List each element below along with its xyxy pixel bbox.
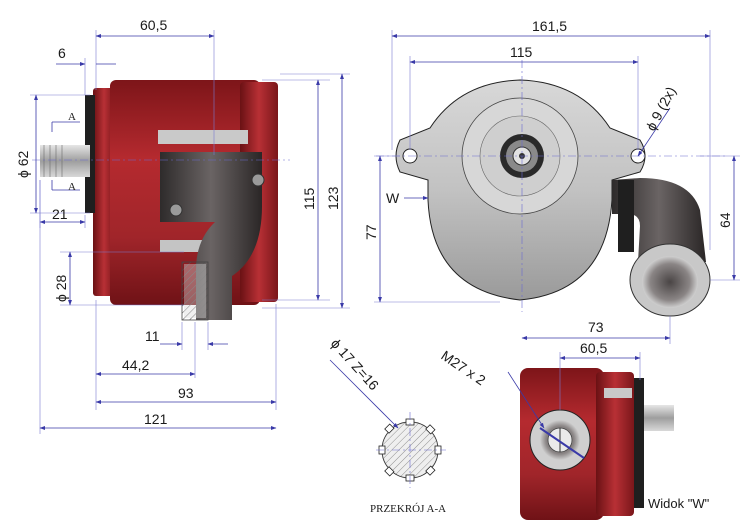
dim-side-93: 93 xyxy=(178,385,194,401)
dim-side-11: 11 xyxy=(145,328,160,344)
front-elbow-fitting xyxy=(612,178,706,262)
dim-side-60-5: 60,5 xyxy=(140,17,167,33)
section-caption: PRZEKRÓJ A-A xyxy=(370,503,446,515)
side-drive-shaft xyxy=(40,145,90,177)
view-w-flange xyxy=(634,378,644,508)
section-mark-top: A xyxy=(51,111,80,132)
dim-front-64: 64 xyxy=(717,212,733,228)
side-grey-band-1 xyxy=(158,130,248,144)
dim-side-d62: ϕ 62 xyxy=(15,150,31,178)
view-marker-w: W xyxy=(386,190,400,206)
front-view: 161,5 115 ϕ 9 (2x) W 77 64 73 xyxy=(363,18,740,344)
side-port-section xyxy=(181,261,209,321)
dim-side-123: 123 xyxy=(325,186,341,210)
dim-front-77: 77 xyxy=(363,224,379,240)
dim-side-44-2: 44,2 xyxy=(122,357,149,373)
view-w: M27 x 2 60,5 Widok "W" xyxy=(438,340,710,520)
dim-side-d28: ϕ 28 xyxy=(53,274,69,302)
svg-text:A: A xyxy=(68,181,76,193)
dim-front-73: 73 xyxy=(588,319,604,335)
view-w-rear xyxy=(596,372,634,516)
dim-side-6: 6 xyxy=(58,45,66,61)
svg-text:A: A xyxy=(68,111,76,123)
side-body-front-flange xyxy=(93,88,115,296)
view-w-shaft xyxy=(644,405,674,431)
view-w-dim-60-5: 60,5 xyxy=(580,340,607,356)
side-shaft-splines xyxy=(43,145,63,177)
dim-front-161-5: 161,5 xyxy=(532,18,567,34)
side-elbow-bolt-2 xyxy=(169,203,183,217)
side-view: A A 60,5 6 ϕ 62 21 ϕ 28 xyxy=(15,17,350,434)
side-elbow-bolt-1 xyxy=(251,173,265,187)
view-w-caption: Widok "W" xyxy=(648,496,710,511)
dim-side-21: 21 xyxy=(52,206,68,222)
section-mark-bottom: A xyxy=(51,180,80,193)
dim-side-121: 121 xyxy=(144,411,168,427)
dim-side-115: 115 xyxy=(301,187,317,210)
view-w-thread: M27 x 2 xyxy=(438,347,488,388)
dim-front-hole: ϕ 9 (2x) xyxy=(643,84,679,133)
section-a-a: ϕ 17 Z=16 PRZEKRÓJ A-A xyxy=(328,335,446,515)
side-elbow-fitting xyxy=(160,152,262,320)
dim-front-115: 115 xyxy=(510,44,533,60)
